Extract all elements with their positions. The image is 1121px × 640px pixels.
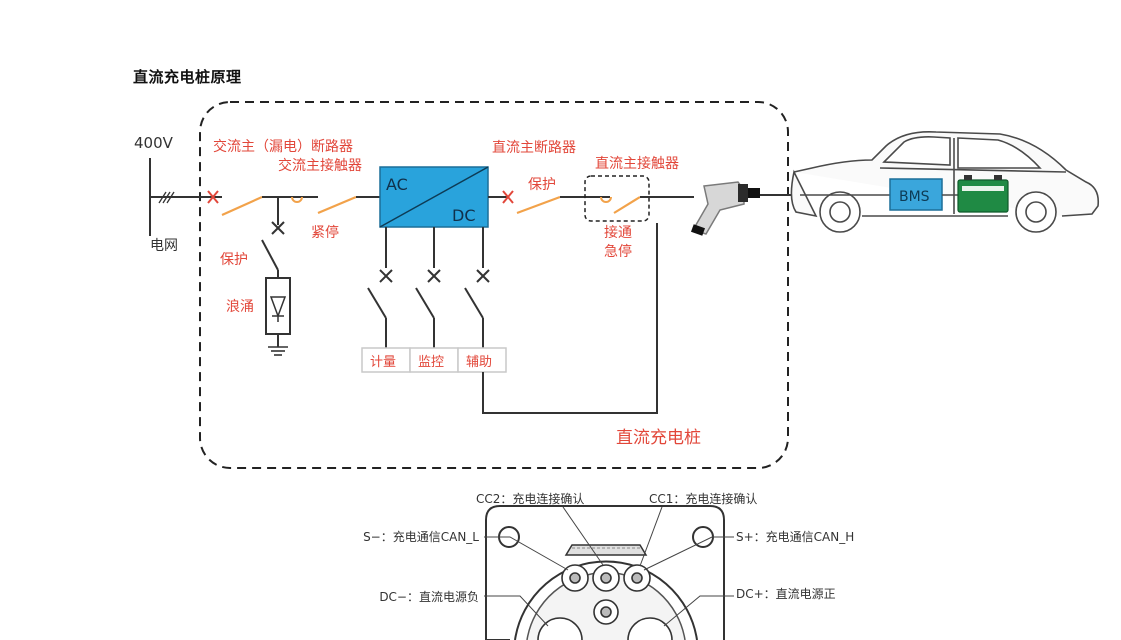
aux-output-crosses	[379, 269, 490, 283]
pile-boundary	[199, 101, 789, 469]
surge-switch	[261, 239, 279, 271]
ground-icon	[268, 346, 288, 356]
emergency-right-label: 急停	[604, 243, 632, 260]
monitor-label: 监控	[418, 355, 444, 370]
dc-label: DC	[452, 206, 476, 225]
car-icon	[790, 130, 1100, 233]
surge-label: 浪涌	[226, 299, 254, 315]
bms-box	[889, 178, 943, 211]
cc1-label: CC1：充电连接确认	[649, 491, 757, 506]
metering-label: 计量	[370, 355, 396, 370]
ac-label: AC	[386, 175, 408, 194]
pile-label: 直流充电桩	[616, 428, 701, 448]
converter-diagonal	[379, 166, 489, 228]
emergency-left-label: 紧停	[311, 224, 339, 241]
protect-right-label: 保护	[528, 177, 556, 193]
surge-arrester-triangle	[269, 296, 287, 319]
surge-cross	[271, 221, 285, 235]
pin-dc-minus	[537, 617, 583, 640]
dc-minus-label: DC−：直流电源负	[379, 590, 479, 604]
dc-contactor-switch	[613, 196, 641, 214]
ac-contactor-label: 交流主接触器	[278, 157, 362, 174]
protect-left-label: 保护	[220, 252, 248, 268]
auxiliary-label: 辅助	[466, 355, 492, 370]
surge-arrester-box	[265, 277, 291, 335]
dc-contactor-symbol	[600, 196, 612, 203]
aux-feedback-line	[482, 223, 658, 414]
dc-plus-label: DC+：直流电源正	[736, 587, 836, 601]
aux-boxes	[361, 347, 507, 373]
dc-breaker-switch	[516, 195, 561, 215]
aux-output-switches	[367, 287, 484, 348]
charging-gun-icon	[690, 181, 760, 236]
ac-contactor-symbol	[291, 196, 303, 203]
mount-hole-right	[692, 526, 714, 548]
s-minus-label: S−：充电通信CAN_L	[363, 529, 479, 544]
cc2-label: CC2：充电连接确认	[476, 491, 584, 506]
grid-label: 电网	[150, 238, 178, 254]
breaker-label: 交流主（漏电）断路器	[213, 138, 353, 155]
pin-dc-plus	[627, 617, 673, 640]
connect-label: 接通	[604, 224, 632, 241]
breaker-switch	[221, 195, 263, 217]
battery-icon	[957, 175, 1009, 213]
dc-contactor-label: 直流主接触器	[595, 155, 679, 172]
dc-contactor-dashed-box	[584, 175, 650, 222]
ac-contactor-switch	[317, 195, 357, 215]
latch-notch	[564, 544, 648, 556]
aux-output-lines	[385, 227, 484, 268]
monitor-box	[409, 347, 459, 373]
s-plus-label: S+：充电通信CAN_H	[736, 529, 854, 544]
connector-face	[485, 505, 725, 640]
bms-label: BMS	[899, 189, 930, 205]
dc-breaker-label: 直流主断路器	[492, 139, 576, 156]
breaker-cross	[207, 190, 219, 204]
voltage-label: 400V	[134, 134, 174, 152]
dc-breaker-cross	[502, 190, 514, 204]
page-title: 直流充电桩原理	[133, 68, 242, 86]
auxiliary-box	[457, 347, 507, 373]
connector-callouts	[484, 506, 734, 627]
